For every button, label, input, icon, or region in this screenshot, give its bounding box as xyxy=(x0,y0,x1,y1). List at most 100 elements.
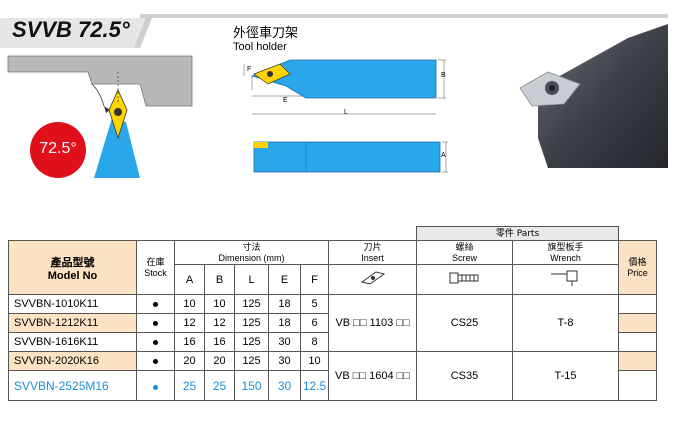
tool-side-view xyxy=(253,141,448,173)
model-cell: SVVBN-2525M16 xyxy=(8,370,137,401)
price-cell xyxy=(618,294,657,314)
wrench-header-en: Wrench xyxy=(550,252,581,263)
dim-f-cell: 10 xyxy=(300,351,329,371)
model-cell: SVVBN-2020K16 xyxy=(8,351,137,371)
dim-b-cell: 20 xyxy=(204,351,235,371)
stock-cell xyxy=(136,351,175,371)
en-title: Tool holder xyxy=(233,41,287,53)
model-header: 產品型號 Model No xyxy=(8,240,137,295)
stock-dot-icon xyxy=(153,321,158,326)
page-title: SVVB 72.5° xyxy=(12,17,130,42)
stock-cell xyxy=(136,332,175,352)
dim-e-cell: 18 xyxy=(268,294,301,314)
dim-l-cell: 150 xyxy=(234,370,269,401)
dim-a-label: A xyxy=(441,152,446,159)
price-cell xyxy=(618,370,657,401)
price-cell xyxy=(618,332,657,352)
price-header-en: Price xyxy=(627,267,648,278)
dim-a-cell: 16 xyxy=(174,332,205,352)
screw-header-cn: 螺絲 xyxy=(455,242,474,253)
stock-cell xyxy=(136,370,175,401)
dim-e-cell: 18 xyxy=(268,313,301,333)
dim-l-cell: 125 xyxy=(234,313,269,333)
screw-icon xyxy=(449,272,478,284)
dim-f-cell: 12.5 xyxy=(300,370,329,401)
model-cell: SVVBN-1212K11 xyxy=(8,313,137,333)
dim-e-cell: 30 xyxy=(268,332,301,352)
dimension-header-en: Dimension (mm) xyxy=(218,252,285,263)
model-cell: SVVBN-1616K11 xyxy=(8,332,137,352)
dim-e-cell: 30 xyxy=(268,351,301,371)
table-row: SVVBN-2525M16 25 25 150 30 12.5 xyxy=(8,370,657,401)
dim-l-cell: 125 xyxy=(234,294,269,314)
screw-icon-cell xyxy=(416,264,513,295)
dim-e-cell: 30 xyxy=(268,370,301,401)
dim-f-cell: 8 xyxy=(300,332,329,352)
dimension-header: 寸法 Dimension (mm) xyxy=(174,240,329,265)
dim-a-cell: 12 xyxy=(174,313,205,333)
model-cell: SVVBN-1010K11 xyxy=(8,294,137,314)
cn-title: 外徑車刀架 xyxy=(233,26,299,41)
title-rule xyxy=(140,14,668,18)
angle-badge-text: 72.5° xyxy=(39,140,77,157)
table-row: SVVBN-1616K11 16 16 125 30 8 xyxy=(8,332,657,352)
wrench-header: 旗型板手 Wrench xyxy=(512,240,619,265)
parts-header: 零件 Parts xyxy=(416,226,619,241)
dim-a-cell: 25 xyxy=(174,370,205,401)
wrench-icon-cell xyxy=(512,264,619,295)
wrench-cell: T-15 xyxy=(512,351,619,401)
dim-l-label: L xyxy=(344,109,348,116)
insert-cell: VB □□ 1604 □□ xyxy=(328,351,417,401)
dim-b-cell: 25 xyxy=(204,370,235,401)
stock-dot-icon xyxy=(153,359,158,364)
insert-cell: VB □□ 1103 □□ xyxy=(328,294,417,352)
dim-a-cell: 20 xyxy=(174,351,205,371)
dim-f-cell: 6 xyxy=(300,313,329,333)
price-cell xyxy=(618,351,657,371)
dim-b-label: B xyxy=(441,72,446,79)
dim-b-cell: 16 xyxy=(204,332,235,352)
dim-col-b: B xyxy=(204,264,235,295)
wrench-icon xyxy=(550,270,577,286)
dim-f-cell: 5 xyxy=(300,294,329,314)
wrench-cell: T-8 xyxy=(512,294,619,352)
dimension-header-cn: 寸法 xyxy=(242,242,261,253)
spec-table: 零件 Parts 產品型號 Model No 在庫 Stock 寸法 Dimen… xyxy=(8,226,657,401)
dim-col-e: E xyxy=(268,264,301,295)
insert-header-cn: 刀片 xyxy=(363,242,382,253)
screw-header-en: Screw xyxy=(451,252,477,263)
screw-cell: CS25 xyxy=(416,294,513,352)
dim-b-cell: 12 xyxy=(204,313,235,333)
cutting-angle-diagram xyxy=(7,55,193,178)
angle-badge xyxy=(30,122,86,178)
dim-l-cell: 125 xyxy=(234,351,269,371)
wrench-header-cn: 旗型板手 xyxy=(547,242,584,253)
dim-l-cell: 125 xyxy=(234,332,269,352)
stock-header-cn: 在庫 xyxy=(146,257,165,268)
model-header-cn: 產品型號 xyxy=(50,255,95,269)
screw-header: 螺絲 Screw xyxy=(416,240,513,265)
dim-b-cell: 10 xyxy=(204,294,235,314)
title-banner xyxy=(0,14,200,48)
dim-f-label: F xyxy=(247,66,252,73)
dim-col-l: L xyxy=(234,264,269,295)
dim-a-cell: 10 xyxy=(174,294,205,314)
dim-col-f: F xyxy=(300,264,329,295)
insert-header: 刀片 Insert xyxy=(328,240,417,265)
stock-header: 在庫 Stock xyxy=(136,240,175,295)
title-banner-shape xyxy=(0,18,152,48)
price-header-cn: 價格 xyxy=(628,257,647,268)
price-cell xyxy=(618,313,657,333)
stock-cell xyxy=(136,294,175,314)
table-row: SVVBN-1010K11 10 10 125 18 5 VB □□ 1103 … xyxy=(8,294,657,352)
stock-dot-icon xyxy=(153,384,158,390)
screw-cell: CS35 xyxy=(416,351,513,401)
tool-holder-photo xyxy=(519,24,668,168)
tool-top-view xyxy=(243,59,446,115)
insert-icon-cell xyxy=(328,264,417,295)
table-row: SVVBN-1212K11 12 12 125 18 6 xyxy=(8,313,657,333)
insert-icon xyxy=(360,271,385,285)
stock-cell xyxy=(136,313,175,333)
table-row: SVVBN-2020K16 20 20 125 30 10 VB □□ 1604… xyxy=(8,351,657,401)
stock-dot-icon xyxy=(153,340,158,345)
